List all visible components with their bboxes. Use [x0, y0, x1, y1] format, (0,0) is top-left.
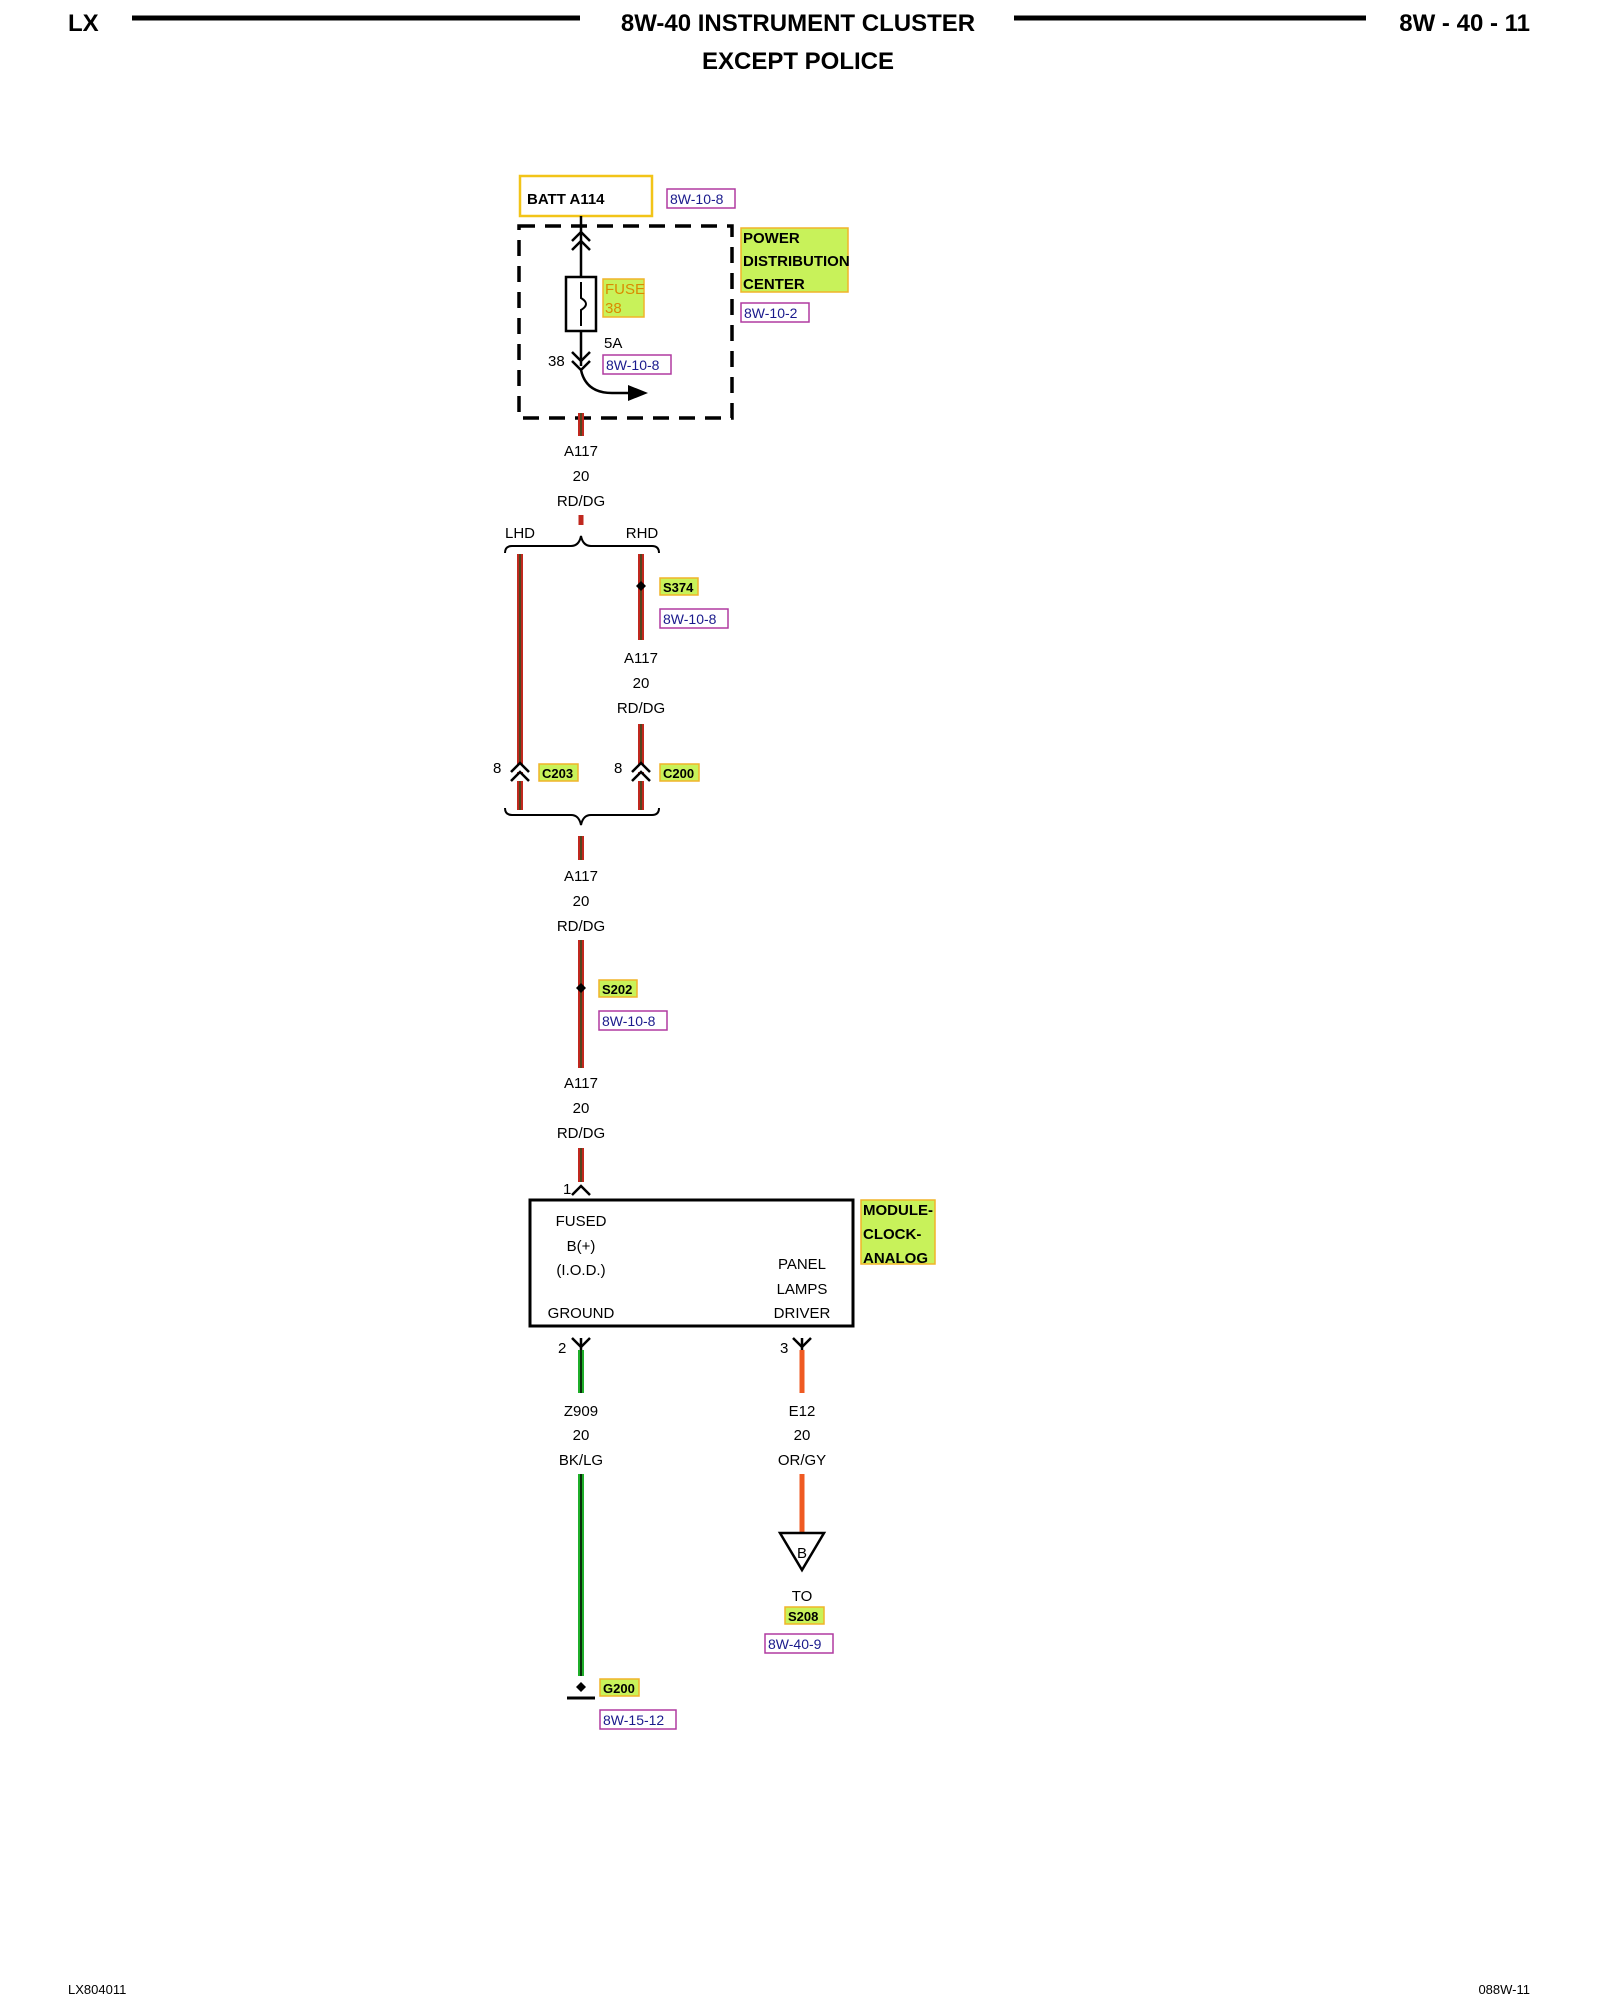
splice-s202-icon — [576, 983, 586, 993]
module-pin1-number: 1 — [563, 1181, 571, 1198]
pdc-ref[interactable]: 8W-10-2 — [744, 305, 798, 321]
module-fused-line1: FUSED — [556, 1213, 607, 1230]
module-pin1-connector-icon — [571, 1184, 591, 1196]
wire-a117-mid-color: RD/DG — [557, 918, 605, 935]
module-name-line3: ANALOG — [863, 1250, 928, 1267]
wire-a117-low-circuit: A117 — [564, 1075, 598, 1092]
pdc-name-highlight — [740, 227, 849, 293]
splice-s374-ref-box[interactable] — [659, 608, 729, 629]
connector-b-ref-box[interactable] — [764, 1633, 834, 1654]
module-fused-line3: (I.O.D.) — [556, 1262, 605, 1279]
connector-b-triangle-icon — [777, 1531, 827, 1573]
battery-ref-box[interactable] — [666, 188, 736, 209]
wire-a117-rhd-gauge: 20 — [633, 675, 650, 692]
pdc-name-line2: DISTRIBUTION — [743, 253, 850, 270]
pdc-internal-arrow-line — [579, 369, 628, 395]
wire-a117-top-circuit: A117 — [564, 443, 598, 460]
footer-left: LX804011 — [68, 1982, 126, 1997]
page-subtitle: EXCEPT POLICE — [702, 48, 894, 75]
module-panel-line1: PANEL — [778, 1256, 826, 1273]
connector-b-s208-highlight — [784, 1606, 825, 1625]
module-name-line1: MODULE- — [863, 1202, 933, 1219]
header-right: 8W - 40 - 11 — [1399, 10, 1530, 37]
pdc-name-line3: CENTER — [743, 276, 805, 293]
wire-a117-low-color: RD/DG — [557, 1125, 605, 1142]
wire-a117-mid-gauge: 20 — [573, 893, 590, 910]
fuse-number: 38 — [605, 300, 622, 317]
page-title: 8W-40 INSTRUMENT CLUSTER — [621, 10, 975, 37]
header-left: LX — [68, 10, 99, 37]
fuse-cavity: 38 — [548, 353, 565, 370]
battery-ref[interactable]: 8W-10-8 — [670, 191, 724, 207]
fuse-amperage: 5A — [604, 335, 622, 352]
connector-b-ref[interactable]: 8W-40-9 — [768, 1636, 822, 1652]
connector-c200-label: C200 — [663, 766, 694, 781]
module-ground-label: GROUND — [548, 1305, 615, 1322]
wire-e12-color: OR/GY — [778, 1452, 826, 1469]
splice-s202-ref[interactable]: 8W-10-8 — [602, 1013, 656, 1029]
ground-g200-splice-icon — [576, 1682, 586, 1692]
connector-b-letter: B — [797, 1545, 807, 1562]
fuse-highlight — [602, 278, 645, 318]
splice-s374-label: S374 — [663, 580, 694, 595]
branch-lhd-label: LHD — [505, 525, 535, 542]
branch-rhd-label: RHD — [626, 525, 659, 542]
pdc-ref-box[interactable] — [740, 302, 810, 323]
wire-z909-color: BK/LG — [559, 1452, 603, 1469]
fuse-ref[interactable]: 8W-10-8 — [606, 357, 660, 373]
battery-box — [518, 174, 654, 218]
module-name-highlight — [860, 1199, 936, 1265]
wire-a117-top-color: RD/DG — [557, 493, 605, 510]
splice-s202-highlight — [598, 979, 638, 998]
wire-e12-gauge: 20 — [794, 1427, 811, 1444]
ground-g200-ref[interactable]: 8W-15-12 — [603, 1712, 664, 1728]
connector-c200-pin: 8 — [614, 760, 622, 777]
module-panel-line3: DRIVER — [774, 1305, 831, 1322]
wire-a117-rhd-circuit: A117 — [624, 650, 658, 667]
connector-c200-highlight — [659, 763, 700, 782]
wire-a117-low-gauge: 20 — [573, 1100, 590, 1117]
splice-s202-ref-box[interactable] — [598, 1010, 668, 1031]
module-pin3-number: 3 — [780, 1340, 788, 1357]
module-name-line2: CLOCK- — [863, 1226, 921, 1243]
connector-c203-icon — [510, 761, 530, 782]
pdc-dashed-box — [517, 224, 734, 420]
connector-b-s208-label: S208 — [788, 1609, 818, 1624]
module-panel-line2: LAMPS — [777, 1281, 828, 1298]
branch-top-brace — [504, 535, 660, 554]
ground-g200-label: G200 — [603, 1681, 635, 1696]
connector-c200-icon — [631, 761, 651, 782]
wire-a117-mid-circuit: A117 — [564, 868, 598, 885]
wire-e12-circuit: E12 — [789, 1403, 816, 1420]
ground-g200-highlight — [599, 1678, 640, 1697]
fuse-element-icon — [580, 282, 587, 326]
battery-feed-connector-icon — [571, 230, 591, 251]
battery-label: BATT A114 — [527, 191, 605, 208]
wire-z909-circuit: Z909 — [564, 1403, 598, 1420]
splice-s374-icon — [636, 581, 646, 591]
ground-g200-ref-box[interactable] — [599, 1709, 677, 1730]
fuse-ref-box[interactable] — [602, 354, 672, 375]
pdc-internal-arrow-icon — [628, 385, 648, 401]
connector-c203-pin: 8 — [493, 760, 501, 777]
module-fused-line2: B(+) — [567, 1238, 596, 1255]
module-clock-analog-box — [528, 1198, 855, 1328]
branch-bottom-brace — [504, 807, 660, 826]
connector-c203-label: C203 — [542, 766, 573, 781]
module-pin2-number: 2 — [558, 1340, 566, 1357]
fuse-label: FUSE — [605, 281, 645, 298]
splice-s202-label: S202 — [602, 982, 632, 997]
connector-c203-highlight — [538, 763, 579, 782]
wire-a117-top-gauge: 20 — [573, 468, 590, 485]
splice-s374-ref[interactable]: 8W-10-8 — [663, 611, 717, 627]
wire-a117-rhd-color: RD/DG — [617, 700, 665, 717]
wire-z909-gauge: 20 — [573, 1427, 590, 1444]
footer-right: 088W-11 — [1478, 1982, 1530, 1997]
pdc-name-line1: POWER — [743, 230, 800, 247]
splice-s374-highlight — [659, 577, 699, 596]
connector-b-to: TO — [792, 1588, 813, 1605]
